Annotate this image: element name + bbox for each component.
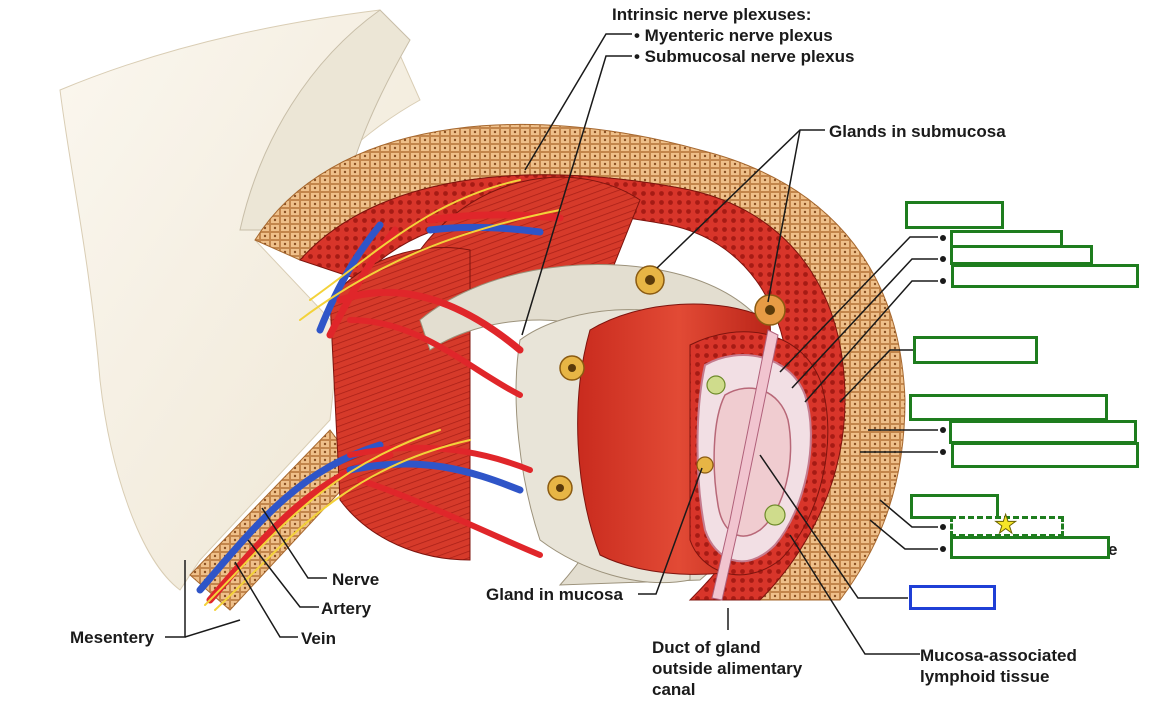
label-gland-in-mucosa: Gland in mucosa (486, 585, 623, 604)
bullet (940, 427, 946, 433)
label-glands-in-submucosa: Glands in submucosa (829, 122, 1006, 141)
label-duct-line-3: canal (652, 680, 696, 699)
duct-of-gland (711, 329, 779, 601)
lymphoid-nodule-2 (764, 504, 786, 526)
answer-box-7[interactable] (949, 420, 1137, 444)
answer-box-8[interactable] (951, 442, 1139, 468)
label-duct-line-2: outside alimentary (652, 659, 803, 678)
bullet (940, 256, 946, 262)
answer-box-4[interactable] (951, 264, 1139, 288)
submucosa-gland-4 (547, 475, 573, 501)
bullet (940, 524, 946, 530)
star-icon: ★ (993, 510, 1018, 540)
label-duct-line-1: Duct of gland (652, 638, 761, 657)
submucosa-gland-3 (559, 355, 585, 381)
label-myenteric-nerve-plexus: • Myenteric nerve plexus (634, 26, 833, 45)
lymphoid-nodule-1 (706, 375, 726, 395)
answer-box-3[interactable] (950, 245, 1093, 265)
label-nerve: Nerve (332, 570, 380, 589)
label-malt-line-2: lymphoid tissue (920, 667, 1050, 686)
submucosa-gland-1 (635, 265, 665, 295)
bullet (940, 235, 946, 241)
answer-box-1[interactable] (905, 201, 1004, 229)
answer-box-10-active[interactable] (950, 516, 1064, 537)
label-malt-line-1: Mucosa-associated (920, 646, 1077, 665)
answer-box-6[interactable] (909, 394, 1108, 421)
answer-box-11[interactable] (950, 536, 1110, 559)
muscularis-outer-ring (299, 174, 846, 601)
label-artery: Artery (321, 599, 372, 618)
label-mesentery: Mesentery (70, 628, 155, 647)
bullet (940, 449, 946, 455)
bullet (940, 278, 946, 284)
label-vein: Vein (301, 629, 336, 648)
vessel-bundle-upper (299, 179, 564, 398)
label-partial-letter: e (1108, 540, 1118, 559)
submucosa-gland-2 (754, 294, 786, 326)
mucosa-gland (696, 456, 714, 474)
label-intrinsic-nerve-plexuses: Intrinsic nerve plexuses: (612, 5, 812, 24)
answer-box-5[interactable] (913, 336, 1038, 364)
bullet (940, 546, 946, 552)
label-submucosal-nerve-plexus: • Submucosal nerve plexus (634, 47, 855, 66)
answer-box-12[interactable] (909, 585, 996, 610)
leader-lines (165, 33, 938, 655)
vessel-bundle-lower (196, 429, 543, 611)
